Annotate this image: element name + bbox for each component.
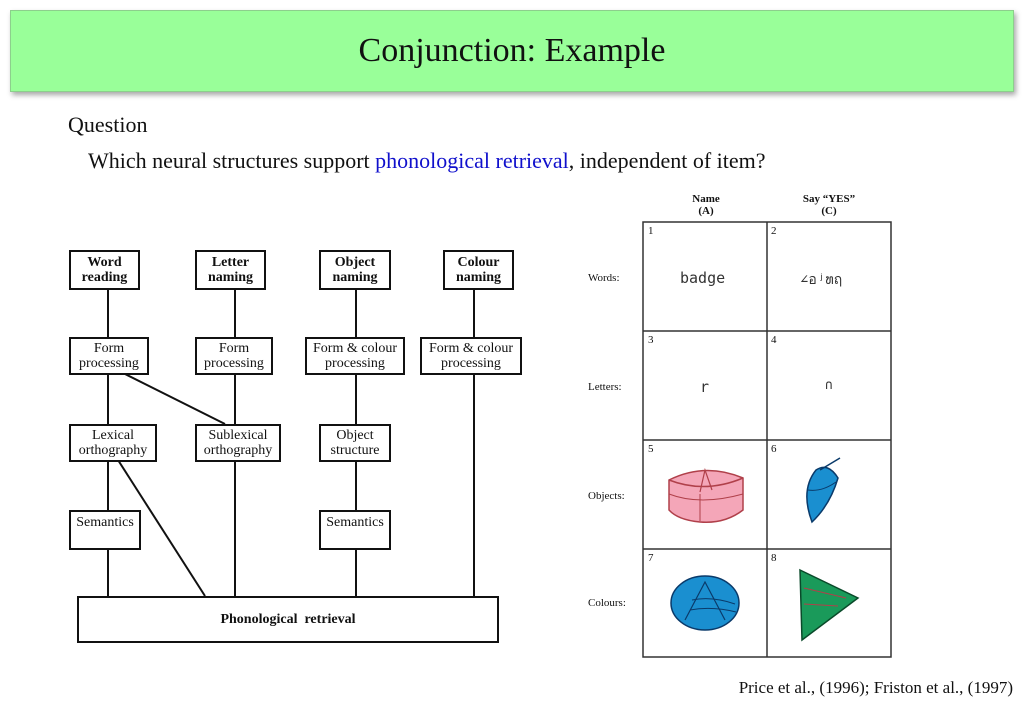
green-triangle-icon	[799, 568, 860, 642]
question-text: Which neural structures support phonolog…	[88, 148, 766, 174]
row-label-letters: Letters:	[588, 381, 622, 393]
question-label: Question	[68, 112, 148, 137]
row-label-objects: Objects:	[588, 490, 625, 502]
cell-number-3: 3	[648, 334, 654, 346]
cell-number-7: 7	[648, 552, 654, 564]
question-prefix: Which neural structures support	[88, 148, 376, 173]
row-label-words: Words:	[588, 272, 620, 284]
cell-number-1: 1	[648, 225, 654, 237]
cake-icon	[668, 467, 744, 523]
slide-title: Conjunction: Example	[358, 32, 666, 69]
citation: Price et al., (1996); Friston et al., (1…	[738, 678, 1013, 697]
blue-ellipse-icon	[670, 575, 740, 631]
false-font-letter: ∩	[825, 378, 833, 393]
question-highlight: phonological retrieval	[375, 148, 569, 173]
cell-number-5: 5	[648, 443, 654, 455]
false-font-word: ∠อʲທฤ	[800, 272, 843, 288]
cell-number-6: 6	[771, 443, 777, 455]
cell-number-4: 4	[771, 334, 777, 346]
word-stimulus: badge	[680, 269, 726, 287]
title-bar: Conjunction: Example	[10, 10, 1014, 92]
column-header-say-yes: Say “YES” (C)	[802, 193, 856, 217]
spinning-top-icon	[806, 457, 841, 524]
question-suffix: , independent of item?	[568, 148, 766, 173]
cell-number-8: 8	[771, 552, 777, 564]
cell-number-2: 2	[771, 225, 777, 237]
letter-stimulus: r	[700, 378, 710, 396]
row-label-colours: Colours:	[588, 597, 626, 609]
column-header-name: Name (A)	[692, 193, 720, 217]
